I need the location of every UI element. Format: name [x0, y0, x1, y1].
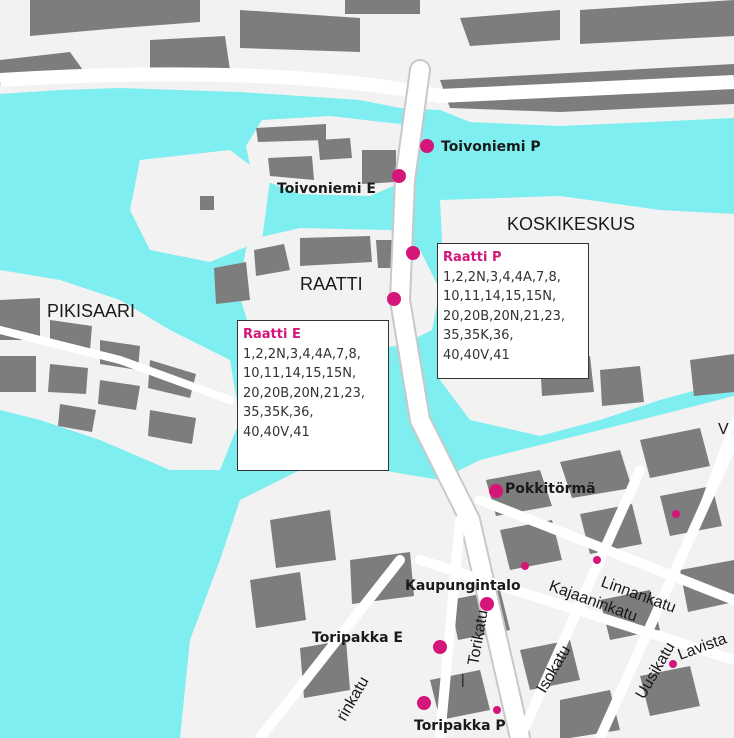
info-box-raatti-e-line: 1,2,2N,3,4,4A,7,8, [243, 346, 361, 362]
area-label-raatti: RAATTI [300, 274, 363, 294]
roads [0, 59, 734, 738]
info-box-raatti-p-line: 40,40V,41 [443, 347, 510, 363]
info-box-raatti-p-line: 20,20B,20N,21,23, [443, 308, 566, 324]
road-torikatu [435, 515, 465, 738]
area-label-pikisaari: PIKISAARI [47, 301, 135, 321]
info-box-raatti-p-title: Raatti P [443, 250, 502, 265]
info-box-raatti-p-line: 10,11,14,15,15N, [443, 289, 557, 304]
north-buildings [0, 0, 734, 112]
stop-marker-raatti-e[interactable] [387, 292, 401, 306]
street-label-torikatu-tick: | [461, 671, 465, 687]
info-box-raatti-e-line: 10,11,14,15,15N, [243, 366, 357, 381]
street-label-edge-v: V [718, 421, 729, 438]
road-uusikatu [595, 435, 734, 738]
stop-marker-toivoniemi-p[interactable] [420, 139, 434, 153]
stop-label-kaupungintalo: Kaupungintalo [405, 578, 521, 594]
toivoniemi-buildings [256, 124, 396, 184]
area-label-koskikeskus: KOSKIKESKUS [507, 214, 635, 234]
stop-marker-toripakka-p[interactable] [417, 696, 431, 710]
stop-marker-toivoniemi-e[interactable] [392, 169, 406, 183]
stop-label-pokkitorma: Pokkitörmä [505, 481, 596, 497]
main-bridge-road-fill [390, 61, 529, 738]
road-isokatu [515, 465, 645, 738]
stop-marker-raatti-p[interactable] [406, 246, 420, 260]
info-box-raatti-e-line: 35,35K,36, [243, 405, 314, 420]
stop-label-toivoniemi-p: Toivoniemi P [441, 139, 541, 155]
info-box-raatti-p: Raatti P 1,2,2N,3,4,4A,7,8, 10,11,14,15,… [437, 243, 589, 379]
info-box-raatti-e: Raatti E 1,2,2N,3,4,4A,7,8, 10,11,14,15,… [237, 320, 389, 471]
info-box-raatti-p-line: 1,2,2N,3,4,4A,7,8, [443, 269, 561, 285]
stop-label-toivoniemi-e: Toivoniemi E [277, 181, 376, 197]
west-island-building [200, 196, 214, 210]
stop-marker-pokkitorma[interactable] [489, 484, 503, 498]
road-rinkatu [255, 555, 405, 738]
stop-marker-toripakka-e[interactable] [433, 640, 447, 654]
road-pikisaari [0, 326, 234, 404]
info-box-raatti-e-line: 40,40V,41 [243, 424, 310, 440]
minor-stops [493, 510, 680, 714]
stop-label-toripakka-p: Toripakka P [414, 718, 506, 734]
stop-label-toripakka-e: Toripakka E [312, 630, 403, 646]
info-box-raatti-e-line: 20,20B,20N,21,23, [243, 385, 366, 401]
road-lavista [687, 417, 734, 543]
stop-marker-kaupungintalo[interactable] [480, 597, 494, 611]
info-box-raatti-e-title: Raatti E [243, 327, 301, 342]
info-box-raatti-p-line: 35,35K,36, [443, 328, 514, 343]
north-road [0, 67, 734, 104]
